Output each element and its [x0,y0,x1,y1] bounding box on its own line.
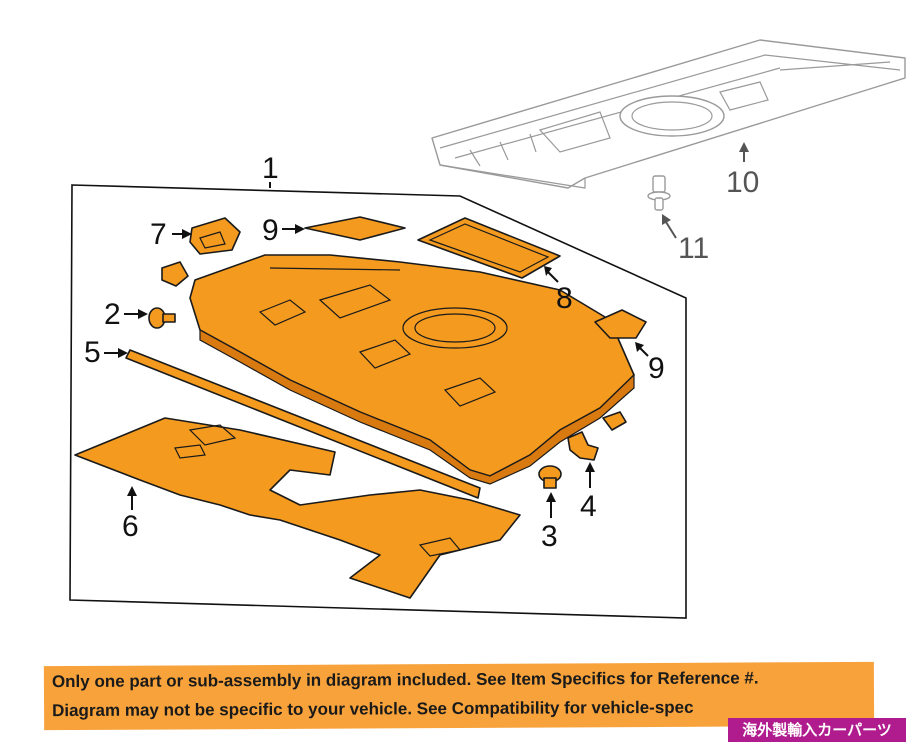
clip-small-part [161,261,189,287]
push-clip-11-drawing [647,175,671,211]
callout-7-label: 7 [150,218,167,251]
callout-9-upper-label: 9 [262,214,279,247]
shop-badge: 海外製輸入カーパーツ [728,718,906,742]
callout-8-label: 8 [556,282,573,315]
callout-6: 6 [122,486,139,543]
push-pin-2-part [148,307,176,329]
cover-9-upper-part [304,216,406,241]
callout-3: 3 [541,492,558,553]
rear-body-panel-drawing [431,39,906,189]
callout-4: 4 [580,462,597,523]
bracket-7-part [189,217,241,255]
callout-1-label: 1 [262,152,279,185]
callout-5: 5 [84,336,128,369]
cap-part [602,411,627,431]
callout-2: 2 [104,298,148,331]
callout-1: 1 [262,152,279,188]
bracket-4-part [567,431,599,461]
disclaimer-line-1: Only one part or sub-assembly in diagram… [51,668,759,692]
callout-5-label: 5 [84,336,101,369]
grommet-3-part [538,465,562,489]
callout-11-label: 11 [678,232,709,265]
callout-9-upper: 9 [262,214,305,247]
callout-6-label: 6 [122,510,139,543]
callout-10: 10 [726,142,759,199]
rail-5-part [125,349,481,499]
package-tray-part [189,254,635,485]
callout-7: 7 [150,218,192,251]
callout-9-right-label: 9 [648,352,665,385]
callout-4-label: 4 [580,490,597,523]
callout-11: 11 [662,214,709,265]
insulator-6-part [74,417,521,599]
assembly-frame [69,184,687,619]
callout-9-right: 9 [635,342,665,385]
cover-8-part [417,217,561,279]
disclaimer-line-2: Diagram may not be specific to your vehi… [52,697,694,721]
callout-3-label: 3 [541,520,558,553]
callout-2-label: 2 [104,298,121,331]
callout-8: 8 [544,266,573,315]
callout-10-label: 10 [726,166,759,199]
cover-9-right-part [594,309,647,339]
